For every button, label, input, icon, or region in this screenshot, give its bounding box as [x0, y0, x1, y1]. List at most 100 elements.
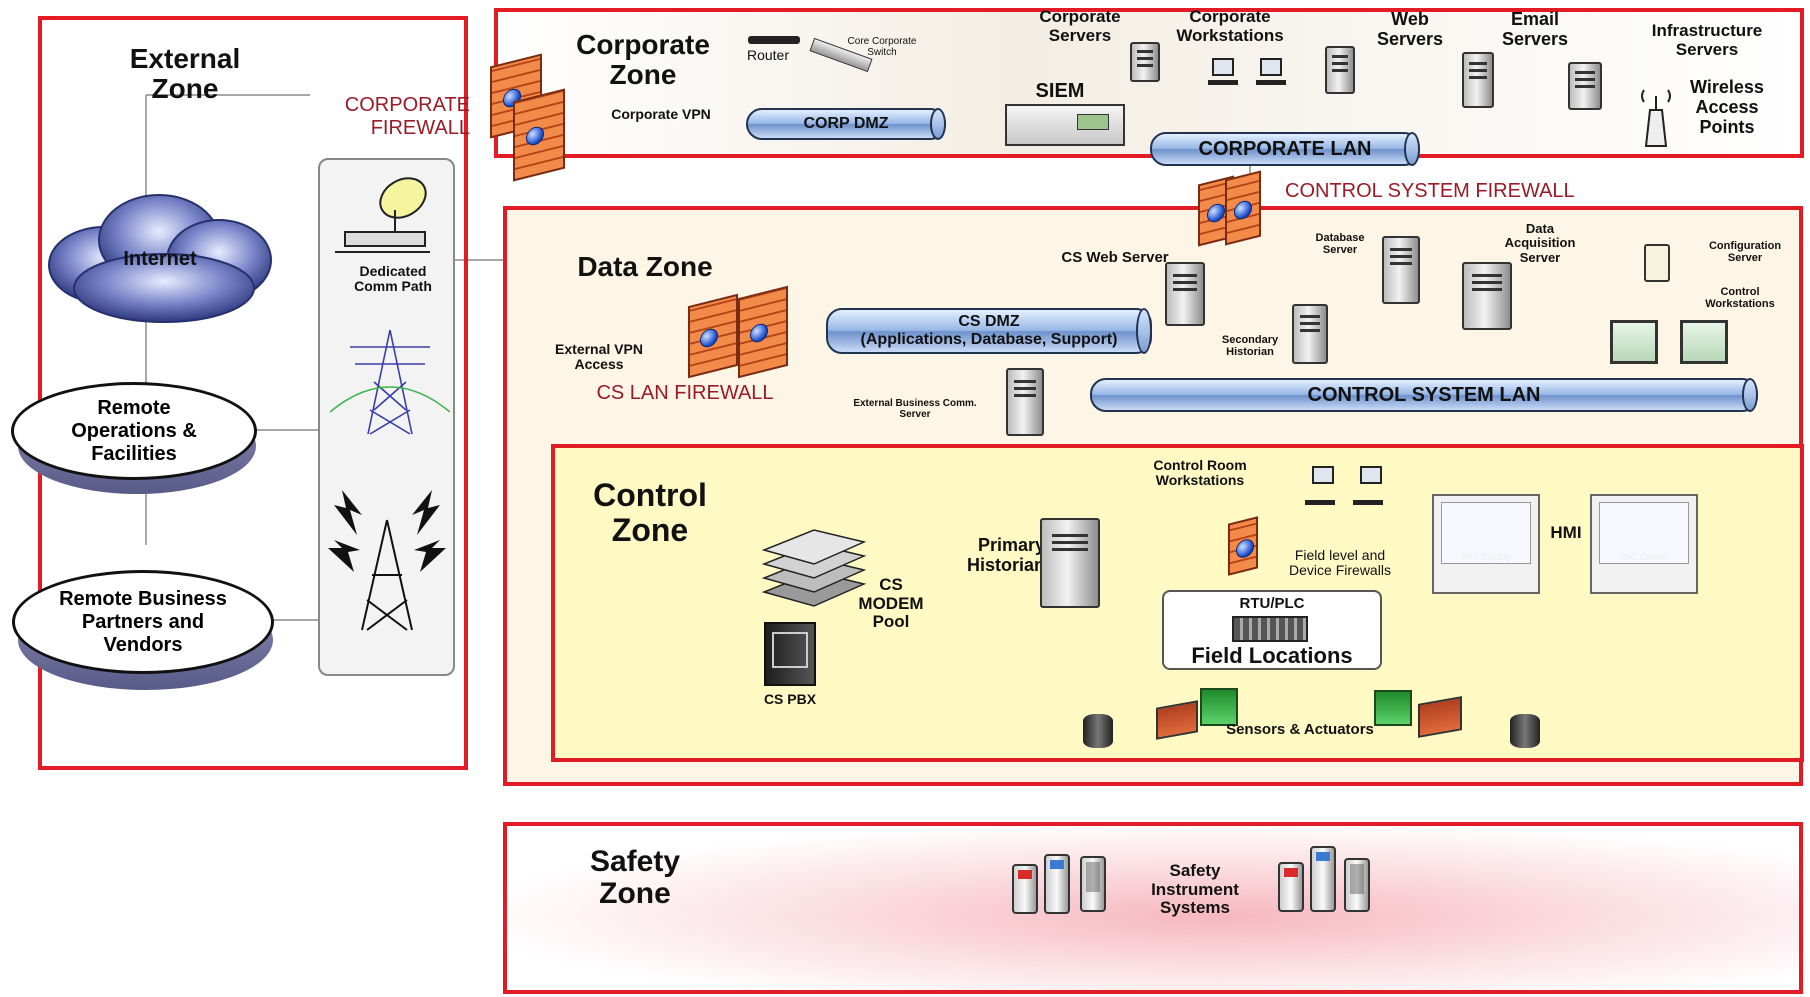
- cs-web-server-icon: [1165, 262, 1205, 326]
- siem-label: SIEM: [1035, 80, 1085, 102]
- actuator-green-icon: [1374, 690, 1412, 726]
- cs-web-server-label: CS Web Server: [1061, 249, 1169, 266]
- control-room-keyboard-icon: [1305, 500, 1335, 505]
- external-vpn-label: External VPN Access: [555, 341, 643, 373]
- external-business-server-icon: [1006, 368, 1044, 436]
- corporate-server-icon: [1130, 42, 1160, 82]
- web-server-icon: [1325, 46, 1355, 94]
- hmi-label: HMI: [1550, 523, 1582, 542]
- cs-dmz-label: CS DMZ (Applications, Database, Support): [860, 313, 1118, 348]
- rtu-plc-label: RTU/PLC: [1239, 595, 1305, 612]
- corporate-vpn-label: Corporate VPN: [611, 106, 711, 122]
- corporate-lan-label: CORPORATE LAN: [1198, 138, 1372, 160]
- cs-lan-firewall-icon: [688, 293, 738, 379]
- wireless-ap-label: Wireless Access Points: [1690, 77, 1764, 137]
- actuator-green-icon: [1200, 688, 1238, 726]
- database-server-icon: [1382, 236, 1420, 304]
- safety-zone: [503, 822, 1803, 994]
- sis-label: Safety Instrument Systems: [1151, 861, 1239, 918]
- modem-pool-icon: [761, 529, 867, 607]
- hmi-pac-control-screen: PAC Control: [1590, 494, 1698, 594]
- workstation-keyboard-icon: [1256, 80, 1286, 85]
- data-acquisition-label: Data Acquisition Server: [1504, 221, 1576, 265]
- control-room-monitor-icon: [1360, 466, 1382, 484]
- web-servers-label: Web Servers: [1376, 9, 1444, 49]
- control-zone-title: Control Zone: [593, 477, 707, 548]
- control-system-lan-label: CONTROL SYSTEM LAN: [1307, 384, 1541, 406]
- control-room-monitor-icon: [1312, 466, 1334, 484]
- router-label: Router: [746, 47, 790, 63]
- configuration-server-label: Configuration Server: [1708, 240, 1782, 265]
- corporate-workstations-label: Corporate Workstations: [1176, 7, 1284, 45]
- control-workstation-monitor-icon: [1680, 320, 1728, 364]
- external-business-label: External Business Comm. Server: [853, 398, 977, 420]
- control-room-keyboard-icon: [1353, 500, 1383, 505]
- rtu-plc-rack-icon: [1232, 616, 1308, 642]
- satellite-dish-icon: [335, 177, 430, 253]
- workstation-monitor-icon: [1212, 58, 1234, 76]
- modem-pool-label: CS MODEM Pool: [858, 575, 924, 632]
- siem-appliance-icon: [1005, 104, 1125, 146]
- secondary-historian-icon: [1292, 304, 1328, 364]
- power-tower-icon: [330, 329, 450, 435]
- primary-historian-label: Primary Historian: [966, 535, 1045, 575]
- workstation-monitor-icon: [1260, 58, 1282, 76]
- control-workstation-monitor-icon: [1610, 320, 1658, 364]
- cs-lan-firewall-label: CS LAN FIREWALL: [596, 382, 774, 404]
- workstation-keyboard-icon: [1208, 80, 1238, 85]
- configuration-scroll-icon: [1644, 244, 1670, 282]
- corporate-lan-pipe: CORPORATE LAN: [1150, 132, 1420, 166]
- sensor-cylinder-icon: [1510, 714, 1540, 748]
- hmi-pac-display-screen: PAC Display: [1432, 494, 1540, 594]
- email-servers-label: Email Servers: [1501, 9, 1569, 49]
- remote-operations-label: Remote Operations & Facilities: [71, 396, 197, 465]
- safety-zone-title: Safety Zone: [589, 845, 681, 911]
- field-firewall-icon: [1228, 516, 1258, 576]
- cs-pbx-icon: [764, 622, 816, 686]
- internet-cloud-icon: [48, 194, 272, 323]
- wireless-ap-icon: [1641, 89, 1671, 147]
- sis-controller-icon: [1012, 864, 1038, 914]
- database-server-label: Database Server: [1315, 232, 1365, 257]
- control-system-firewall-icon-2: [1225, 170, 1261, 246]
- sensors-actuators-label: Sensors & Actuators: [1226, 721, 1374, 738]
- sensor-cylinder-icon: [1083, 714, 1113, 748]
- internet-label: Internet: [123, 248, 197, 270]
- infrastructure-servers-label: Infrastructure Servers: [1651, 21, 1763, 59]
- remote-partners-node: Remote Business Partners and Vendors: [12, 570, 274, 674]
- control-workstations-label: Control Workstations: [1705, 286, 1775, 311]
- control-room-workstations-label: Control Room Workstations: [1153, 457, 1247, 489]
- infrastructure-server-icon: [1568, 62, 1602, 110]
- data-acquisition-server-icon: [1462, 262, 1512, 330]
- router-icon: [748, 36, 800, 44]
- dedicated-comm-label: Dedicated Comm Path: [354, 263, 432, 295]
- control-system-lan-pipe: CONTROL SYSTEM LAN: [1090, 378, 1758, 412]
- external-zone: [38, 16, 468, 770]
- corporate-firewall-icon-2: [513, 88, 565, 182]
- corp-dmz-label: CORP DMZ: [803, 115, 889, 133]
- sis-controller-icon: [1278, 862, 1304, 912]
- field-locations-label: Field Locations: [1191, 643, 1353, 668]
- pac-display-label: PAC Display: [1461, 552, 1511, 562]
- secondary-historian-label: Secondary Historian: [1221, 334, 1279, 359]
- corp-dmz-pipe: CORP DMZ: [746, 108, 946, 140]
- primary-historian-icon: [1040, 518, 1100, 608]
- corporate-zone-title: Corporate Zone: [576, 29, 710, 91]
- corporate-servers-label: Corporate Servers: [1039, 7, 1121, 45]
- sis-controller-icon: [1310, 846, 1336, 912]
- data-zone-title: Data Zone: [577, 251, 713, 282]
- cs-dmz-pipe: CS DMZ (Applications, Database, Support): [826, 308, 1152, 354]
- core-switch-label: Core Corporate Switch: [847, 36, 917, 58]
- sis-controller-icon: [1344, 858, 1370, 912]
- control-system-firewall-label: CONTROL SYSTEM FIREWALL: [1285, 180, 1575, 202]
- cs-pbx-label: CS PBX: [763, 691, 817, 707]
- remote-operations-node: Remote Operations & Facilities: [11, 382, 257, 480]
- field-firewalls-label: Field level and Device Firewalls: [1289, 547, 1391, 579]
- cs-lan-firewall-icon-2: [738, 285, 788, 379]
- pac-control-label: PAC Control: [1619, 552, 1669, 562]
- radio-tower-icon: [328, 490, 446, 631]
- sis-controller-icon: [1080, 856, 1106, 912]
- external-zone-title: External Zone: [129, 43, 241, 105]
- corporate-firewall-label: CORPORATE FIREWALL: [344, 94, 470, 139]
- sis-controller-icon: [1044, 854, 1070, 914]
